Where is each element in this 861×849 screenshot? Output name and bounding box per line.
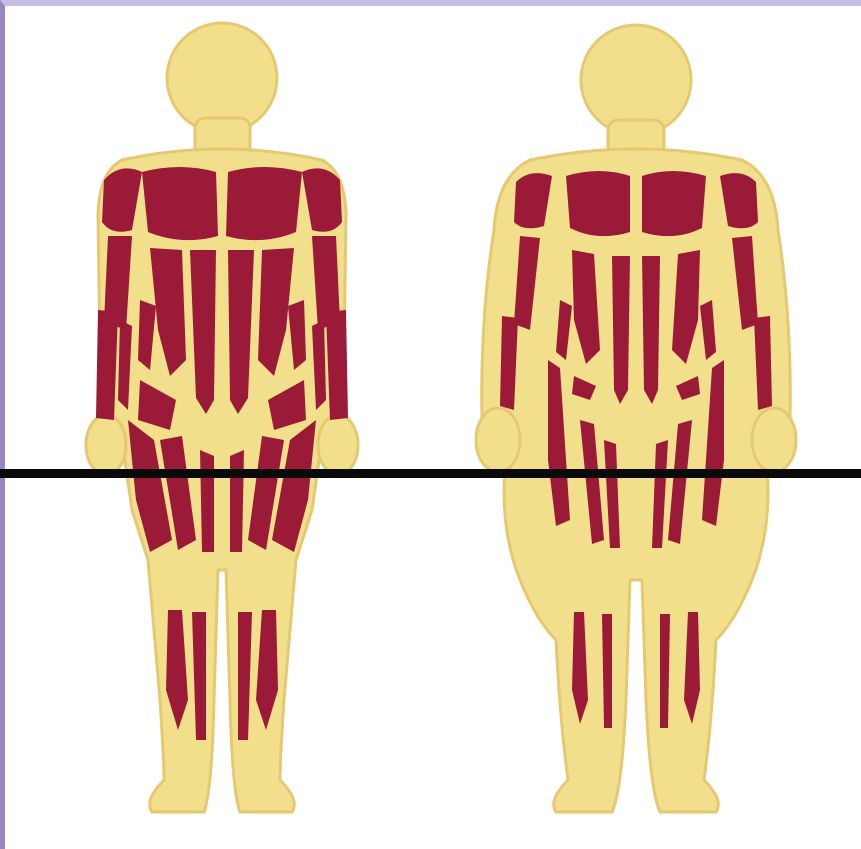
horizontal-divider-line — [0, 469, 861, 478]
left-body-skin — [86, 23, 358, 812]
right-body — [476, 25, 796, 812]
right-body-skin — [476, 25, 796, 812]
left-body — [86, 23, 358, 812]
